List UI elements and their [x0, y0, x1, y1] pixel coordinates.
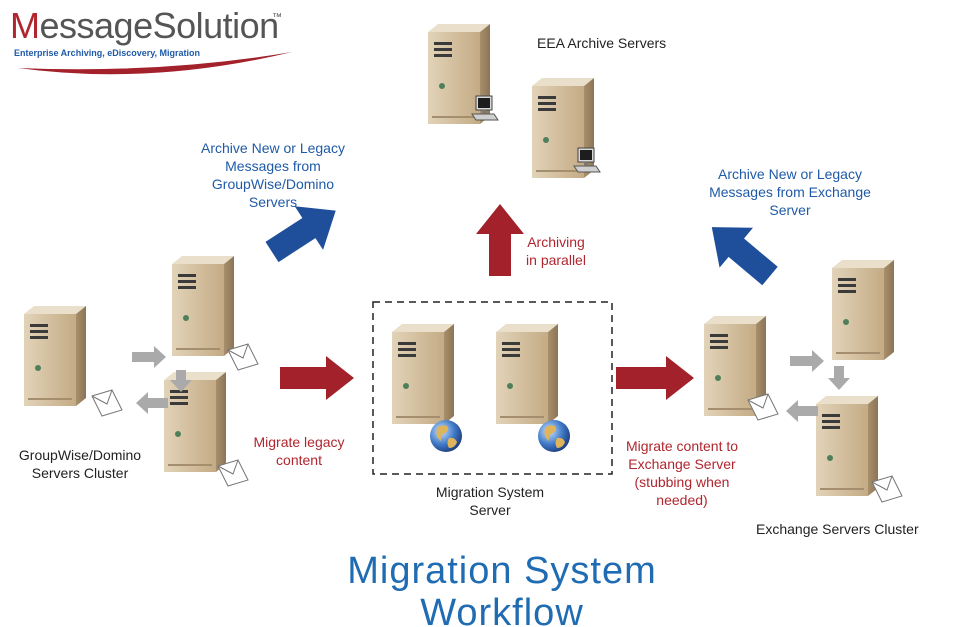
workstation-icon — [573, 147, 601, 173]
envelope-icon — [91, 389, 123, 417]
groupwise-server-1 — [24, 306, 86, 406]
groupwise-cluster-label: GroupWise/Domino Servers Cluster — [18, 447, 142, 481]
migration-server-1 — [392, 324, 454, 424]
migration-server-label: Migration System Server — [435, 484, 545, 518]
arrow-icon — [136, 392, 168, 414]
arrow-icon — [265, 206, 336, 263]
logo-tagline: Enterprise Archiving, eDiscovery, Migrat… — [14, 48, 201, 58]
globe-icon — [430, 420, 462, 452]
archive-groupwise-label: Archive New or Legacy Messages from Grou… — [201, 140, 345, 210]
logo-trademark: ™ — [272, 12, 282, 23]
archive-exchange-label: Archive New or Legacy Messages from Exch… — [709, 166, 871, 218]
arrow-icon — [786, 400, 818, 422]
migrate-legacy-label: Migrate legacy content — [253, 434, 345, 468]
arrow-icon — [790, 350, 824, 372]
workstation-icon — [471, 95, 499, 121]
arrow-icon — [170, 370, 192, 392]
arrow-icon — [132, 346, 166, 368]
arrow-icon — [476, 204, 524, 276]
exchange-cluster-label: Exchange Servers Cluster — [756, 521, 919, 537]
archiving-parallel-label: Archiving in parallel — [526, 234, 586, 268]
arrow-icon — [711, 227, 778, 286]
arrow-icon — [616, 356, 694, 400]
arrow-icon — [280, 356, 354, 400]
logo-swoosh — [18, 52, 292, 75]
groupwise-server-3 — [164, 372, 226, 472]
exchange-server-2 — [832, 260, 894, 360]
logo: MessageSolution — [10, 5, 279, 46]
globe-icon — [538, 420, 570, 452]
exchange-server-3 — [816, 396, 878, 496]
page-title: Migration System Workflow — [347, 550, 657, 627]
migration-server-2 — [496, 324, 558, 424]
eea-archive-servers-label: EEA Archive Servers — [537, 35, 667, 51]
migrate-exchange-label: Migrate content to Exchange Server (stub… — [625, 438, 739, 508]
migration-box — [372, 301, 613, 475]
arrow-icon — [828, 366, 850, 390]
groupwise-server-2 — [172, 256, 234, 356]
